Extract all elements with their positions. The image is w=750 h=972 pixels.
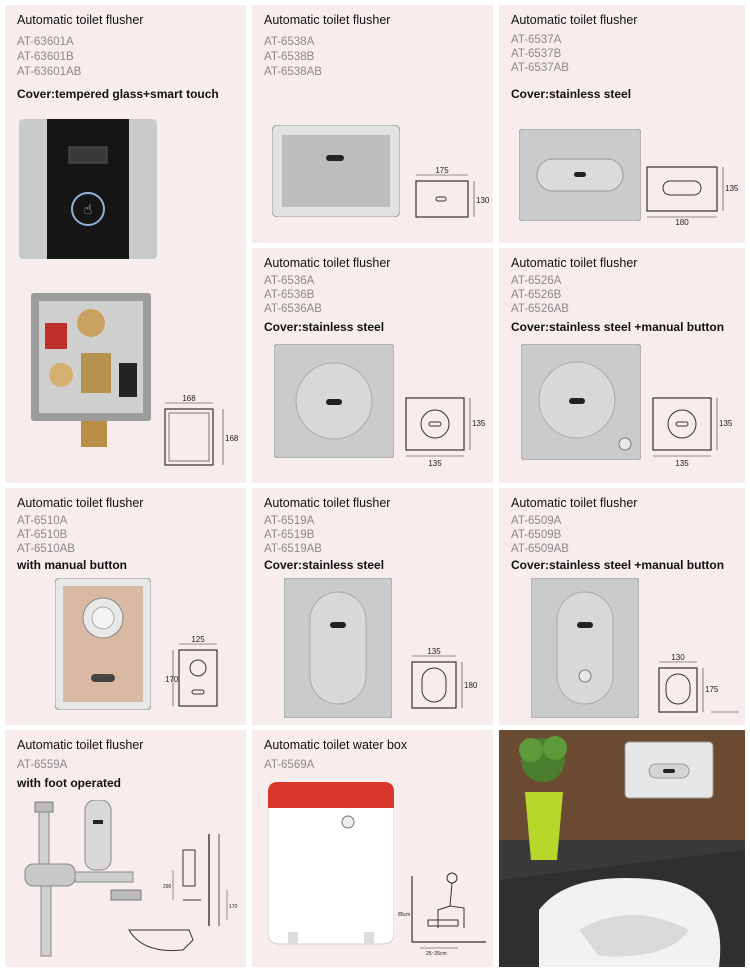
dimension-distance: 25~35cm: [426, 951, 447, 957]
model-number: AT-6526A: [511, 275, 562, 287]
dimension-drawing: 168 168: [164, 395, 239, 466]
flush-plate-image: [274, 344, 394, 458]
product-cell-6509: Automatic toilet flusher AT-6509A AT-650…: [499, 488, 745, 725]
model-number: AT-6536A: [264, 275, 315, 287]
product-title: Automatic toilet flusher: [17, 13, 144, 27]
product-title: Automatic toilet flusher: [511, 13, 638, 27]
model-number: AT-6538AB: [264, 66, 322, 78]
model-number: AT-6519B: [264, 529, 315, 541]
cover-description: Cover:stainless steel: [511, 87, 632, 101]
dimension-drawing: 135 180: [646, 166, 739, 227]
bathroom-installation-photo: [499, 730, 745, 967]
model-number: AT-6509AB: [511, 543, 569, 555]
cover-description: Cover:stainless steel: [264, 558, 385, 572]
model-number: AT-6526B: [511, 289, 562, 301]
flush-plate-image: [531, 578, 639, 718]
model-number: AT-6536B: [264, 289, 315, 301]
glass-touch-panel-image: ☝: [19, 119, 157, 259]
cover-description: Cover:stainless steel +manual button: [511, 558, 725, 572]
flush-plate-image: [521, 344, 641, 460]
model-number: AT-6536AB: [264, 303, 322, 315]
installation-diagram: 85cm 25~35cm: [398, 872, 486, 957]
product-cell-6510: Automatic toilet flusher AT-6510A AT-651…: [5, 488, 246, 725]
model-number: AT-6537A: [511, 34, 562, 46]
dimension-height: 130: [476, 196, 490, 205]
dimension-width: 135: [428, 459, 442, 468]
product-title: Automatic toilet flusher: [264, 256, 391, 270]
dimension-height: 135: [719, 419, 733, 428]
flush-plate-image: [272, 125, 400, 217]
dimension-width: 125: [191, 636, 205, 644]
model-number: AT-6510B: [17, 529, 68, 541]
dimension-drawing: 135 135: [405, 397, 486, 468]
model-number: AT-6526AB: [511, 303, 569, 315]
cover-description: Cover:tempered glass+smart touch: [17, 87, 219, 101]
dimension-height: 170: [165, 675, 179, 684]
model-number: AT-6509B: [511, 529, 562, 541]
model-number: AT-6537B: [511, 48, 562, 60]
flush-plate-image: [55, 578, 151, 710]
dimension-drawing: 125 170: [165, 636, 218, 707]
dimension-height: 175: [705, 685, 719, 694]
flush-plate-image: [284, 578, 392, 718]
water-box-image: [268, 782, 394, 945]
dimension-height: 290: [163, 884, 172, 890]
dimension-drawing: 135 180: [411, 648, 478, 709]
model-number: AT-63601AB: [17, 66, 82, 78]
svg-text:☝: ☝: [84, 202, 93, 218]
cover-description: Cover:stainless steel: [264, 320, 385, 334]
dimension-width: 168: [182, 395, 196, 403]
model-number: AT-6510AB: [17, 543, 75, 555]
dimension-height: 135: [472, 419, 486, 428]
product-cell-63601: Automatic toilet flusher AT-63601A AT-63…: [5, 5, 246, 483]
model-number: AT-6519A: [264, 515, 315, 527]
product-title: Automatic toilet flusher: [511, 496, 638, 510]
dimension-width: 175: [435, 166, 449, 175]
product-title: Automatic toilet flusher: [264, 496, 391, 510]
product-cell-6519: Automatic toilet flusher AT-6519A AT-651…: [252, 488, 493, 725]
model-number: AT-6519AB: [264, 543, 322, 555]
dimension-width: 135: [675, 459, 689, 468]
photo-scene: [499, 730, 745, 967]
cover-description: Cover:stainless steel +manual button: [511, 320, 725, 334]
product-cell-6537: Automatic toilet flusher AT-6537A AT-653…: [499, 5, 745, 243]
model-number: AT-6559A: [17, 759, 68, 771]
model-number: AT-6537AB: [511, 62, 569, 74]
model-number: AT-63601A: [17, 36, 74, 48]
product-cell-6569: Automatic toilet water box AT-6569A 85cm…: [252, 730, 493, 967]
product-cell-6538: Automatic toilet flusher AT-6538A AT-653…: [252, 5, 493, 243]
product-title: Automatic toilet flusher: [264, 13, 391, 27]
product-cell-6526: Automatic toilet flusher AT-6526A AT-652…: [499, 248, 745, 483]
product-cell-6559: Automatic toilet flusher AT-6559A with f…: [5, 730, 246, 967]
dimension-width: 130: [671, 654, 685, 662]
product-cell-6536: Automatic toilet flusher AT-6536A AT-653…: [252, 248, 493, 483]
model-number: AT-63601B: [17, 51, 74, 63]
model-number: AT-6509A: [511, 515, 562, 527]
foot-operated-flusher-image: [24, 800, 142, 957]
installation-diagram: 290 170: [128, 834, 238, 952]
flush-plate-image: [519, 129, 641, 221]
dimension-height: 180: [464, 681, 478, 690]
model-number: AT-6538A: [264, 36, 315, 48]
model-number: AT-6538B: [264, 51, 315, 63]
model-number: AT-6569A: [264, 759, 315, 771]
dimension-height: 85cm: [398, 912, 410, 918]
dimension-drawing: 130 175: [658, 654, 739, 713]
dimension-drawing: 135 135: [652, 397, 733, 468]
dimension-height: 168: [225, 434, 239, 443]
cover-description: with foot operated: [17, 776, 121, 790]
dimension-drawing: 175 130: [415, 166, 490, 218]
product-title: Automatic toilet water box: [264, 738, 408, 752]
dimension-width: 180: [675, 218, 689, 227]
dimension-height: 170: [229, 904, 238, 910]
model-number: AT-6510A: [17, 515, 68, 527]
product-title: Automatic toilet flusher: [511, 256, 638, 270]
cover-description: with manual button: [17, 558, 127, 572]
product-title: Automatic toilet flusher: [17, 738, 144, 752]
dimension-width: 135: [427, 648, 441, 656]
valve-box-image: [31, 293, 151, 447]
dimension-height: 135: [725, 184, 739, 193]
product-title: Automatic toilet flusher: [17, 496, 144, 510]
